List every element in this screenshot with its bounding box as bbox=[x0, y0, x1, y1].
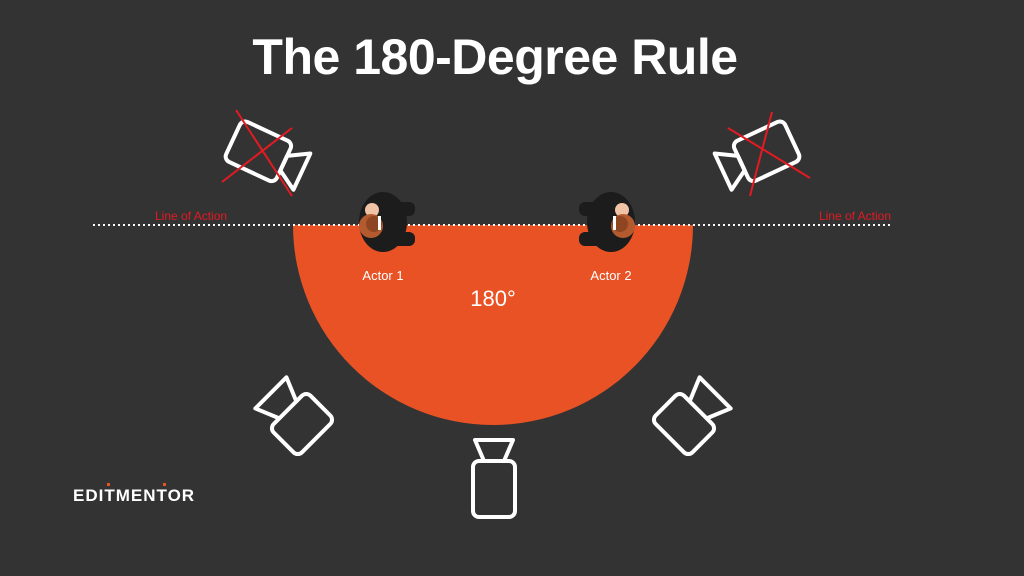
valid-camera-center-icon bbox=[471, 438, 517, 519]
page-title: The 180-Degree Rule bbox=[252, 29, 738, 85]
allowed-zone-semicircle bbox=[293, 225, 693, 425]
invalid-camera-left-icon bbox=[223, 119, 313, 192]
actor-2-icon bbox=[579, 192, 635, 252]
actor-1-icon bbox=[359, 192, 415, 252]
cross-mark-left-icon bbox=[221, 109, 293, 197]
invalid-camera-right-icon bbox=[712, 119, 802, 192]
angle-label: 180° bbox=[470, 286, 516, 311]
cross-mark-right-icon bbox=[727, 111, 811, 197]
actor-1-label: Actor 1 bbox=[362, 268, 403, 283]
line-of-action-label-right: Line of Action bbox=[819, 209, 891, 223]
valid-camera-right-icon bbox=[651, 375, 733, 457]
valid-camera-left-icon bbox=[253, 375, 335, 457]
logo-accent-o bbox=[163, 483, 166, 486]
logo-accent-i bbox=[107, 483, 110, 486]
brand-logo: EDITMENTOR bbox=[73, 486, 196, 505]
actor-2-label: Actor 2 bbox=[590, 268, 631, 283]
line-of-action-label-left: Line of Action bbox=[155, 209, 227, 223]
